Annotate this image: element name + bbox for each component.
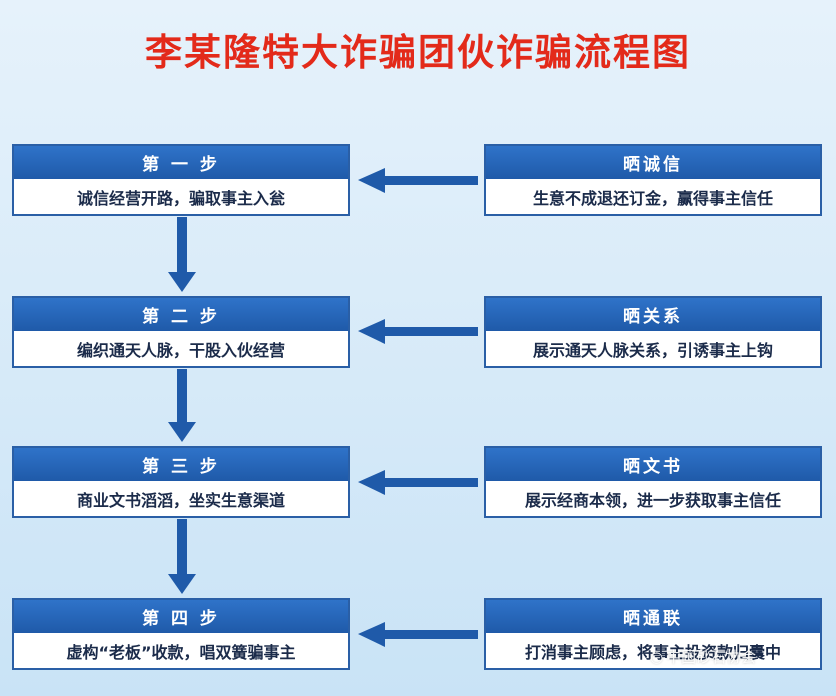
tactic-header: 晒文书: [486, 448, 820, 481]
down-arrow-2: [168, 369, 196, 442]
step-text: 诚信经营开路，骗取事主入瓮: [76, 188, 285, 208]
step-box-2: 第 二 步 编织通天人脉，干股入伙经营: [12, 296, 350, 368]
tactic-header: 晒诚信: [486, 146, 820, 179]
tactic-header: 晒关系: [486, 298, 820, 331]
tactic-text: 展示通天人脉关系，引诱事主上钩: [532, 340, 773, 360]
tactic-text: 生意不成退还订金，赢得事主信任: [532, 188, 773, 208]
step-box-1: 第 一 步 诚信经营开路，骗取事主入瓮: [12, 144, 350, 216]
step-text: 虚构“老板”收款，唱双簧骗事主: [66, 642, 296, 662]
down-arrow-1: [168, 217, 196, 292]
tactic-box-3: 晒文书 展示经商本领，进一步获取事主信任: [484, 446, 822, 518]
step-header: 第 四 步: [14, 600, 348, 633]
step-header: 第 三 步: [14, 448, 348, 481]
tactic-text: 打消事主顾虑，将事主投资款归囊中: [524, 642, 781, 662]
diagram-title: 李某隆特大诈骗团伙诈骗流程图: [145, 31, 691, 74]
watermark: ○ 中国砂石协会: [650, 646, 756, 667]
step-text: 商业文书滔滔，坐实生意渠道: [76, 490, 285, 510]
left-arrow-1: [358, 168, 478, 193]
tactic-box-1: 晒诚信 生意不成退还订金，赢得事主信任: [484, 144, 822, 216]
left-arrow-3: [358, 470, 478, 495]
step-box-4: 第 四 步 虚构“老板”收款，唱双簧骗事主: [12, 598, 350, 670]
left-arrow-2: [358, 319, 478, 344]
step-text: 编织通天人脉，干股入伙经营: [76, 340, 285, 360]
step-box-3: 第 三 步 商业文书滔滔，坐实生意渠道: [12, 446, 350, 518]
tactic-box-2: 晒关系 展示通天人脉关系，引诱事主上钩: [484, 296, 822, 368]
tactic-header: 晒通联: [486, 600, 820, 633]
tactic-box-4: 晒通联 打消事主顾虑，将事主投资款归囊中: [484, 598, 822, 670]
wechat-icon: ○: [650, 647, 664, 666]
step-header: 第 二 步: [14, 298, 348, 331]
left-arrow-4: [358, 622, 478, 647]
watermark-text: 中国砂石协会: [666, 648, 757, 666]
tactic-text: 展示经商本领，进一步获取事主信任: [524, 490, 781, 510]
step-header: 第 一 步: [14, 146, 348, 179]
down-arrow-3: [168, 519, 196, 594]
